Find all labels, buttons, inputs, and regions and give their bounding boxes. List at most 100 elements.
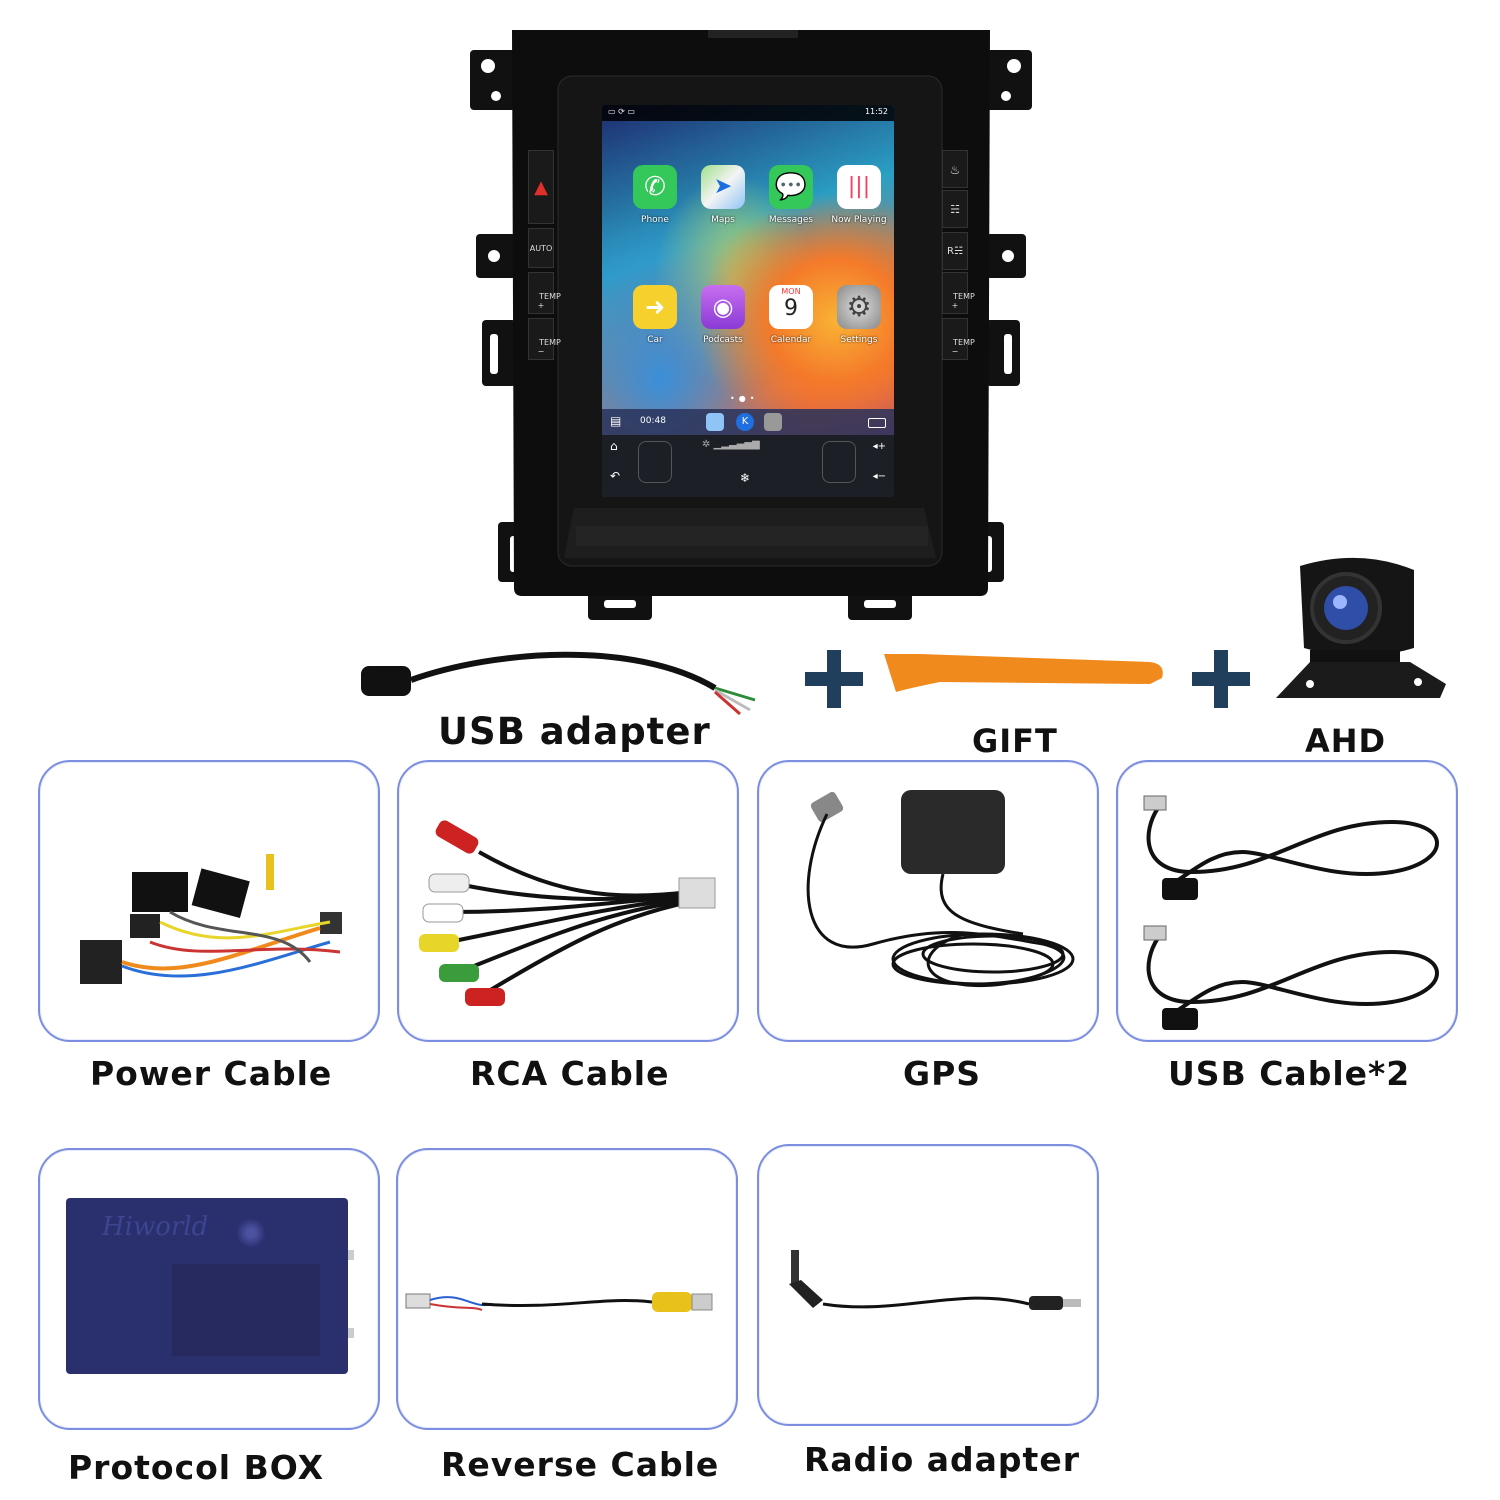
defrost-icon: ☵: [950, 203, 960, 216]
accessory-card-rca-cable: [397, 760, 739, 1042]
power-cable-label: Power Cable: [90, 1054, 333, 1093]
auto-button[interactable]: AUTO: [528, 228, 554, 268]
usb-cable-image: [1143, 795, 1439, 1030]
app-car[interactable]: ➜ Car: [620, 285, 690, 355]
usb-cable-label: USB Cable*2: [1168, 1054, 1411, 1093]
radio-adapter-label: Radio adapter: [804, 1440, 1080, 1479]
status-bar: 11:52 ▭ ⟳ ▭: [602, 105, 894, 121]
accessory-card-power-cable: [38, 760, 380, 1042]
dock: ▤ 00:48 K: [602, 409, 894, 435]
app-label: Messages: [768, 215, 814, 225]
power-cable-image: [80, 854, 342, 984]
dock-k-icon[interactable]: K: [736, 413, 754, 431]
calendar-date: 9: [784, 296, 798, 321]
ahd-label: AHD: [1305, 722, 1387, 760]
app-maps[interactable]: ➤ Maps: [688, 165, 758, 235]
auto-label: AUTO: [529, 244, 553, 253]
back-icon[interactable]: ↶: [610, 469, 621, 483]
accessory-card-usb-cable: [1116, 760, 1458, 1042]
protocol-box-brand: Hiworld: [102, 1212, 209, 1242]
temp-up-button-left[interactable]: TEMP +: [528, 272, 561, 314]
gps-label: GPS: [903, 1054, 982, 1093]
radio-adapter-image: [789, 1250, 1081, 1310]
reverse-cable-image: [405, 1292, 713, 1312]
app-label: Phone: [641, 215, 669, 225]
temp-down-button-left[interactable]: TEMP −: [528, 318, 561, 360]
rear-defrost-icon: R☵: [947, 246, 963, 257]
temp-down-label: TEMP −: [951, 338, 975, 356]
seat-icon: ♨: [949, 163, 961, 177]
pry-tool-image: [884, 654, 1163, 692]
temp-up-label: TEMP +: [537, 292, 561, 310]
left-temp-stepper[interactable]: [638, 441, 672, 483]
hazard-icon: ▲: [534, 177, 548, 198]
app-label: Settings: [840, 335, 878, 345]
app-podcasts[interactable]: ◉ Podcasts: [688, 285, 758, 355]
app-now-playing[interactable]: ||| Now Playing: [824, 165, 894, 235]
usb-adapter-label: USB adapter: [438, 710, 711, 753]
app-phone[interactable]: ✆ Phone: [620, 165, 690, 235]
accessory-card-radio-adapter: [757, 1144, 1099, 1426]
temp-down-button-right[interactable]: TEMP −: [942, 318, 975, 360]
app-label: Maps: [711, 215, 735, 225]
temp-down-label: TEMP −: [537, 338, 561, 356]
calendar-day: MON: [781, 287, 801, 296]
app-label: Podcasts: [703, 335, 743, 345]
messages-icon: 💬: [769, 165, 813, 209]
app-label: Now Playing: [831, 215, 887, 225]
app-settings[interactable]: ⚙ Settings: [824, 285, 894, 355]
phone-icon: ✆: [633, 165, 677, 209]
ahd-camera-image: [1276, 557, 1446, 698]
status-time: 11:52: [864, 107, 888, 116]
app-label: Car: [647, 335, 663, 345]
app-label: Calendar: [770, 335, 812, 345]
gift-label: GIFT: [972, 722, 1058, 760]
page-dots: •●•: [730, 394, 759, 403]
head-unit-screen[interactable]: 11:52 ▭ ⟳ ▭ ✆ Phone ➤ Maps 💬 Messages ||…: [602, 105, 894, 497]
app-messages[interactable]: 💬 Messages: [756, 165, 826, 235]
protocol-box-pin: [348, 1250, 354, 1260]
protocol-box-label: Protocol BOX: [68, 1448, 325, 1487]
accessory-card-protocol-box: Hiworld: [38, 1148, 380, 1430]
volume-down-icon[interactable]: ◂−: [872, 471, 886, 482]
temp-up-label: TEMP +: [951, 292, 975, 310]
dock-settings-icon[interactable]: [764, 413, 782, 431]
settings-icon: ⚙: [837, 285, 881, 329]
rca-cable-image: [419, 820, 716, 1006]
usb-adapter-image: [361, 651, 756, 716]
accessory-card-reverse-cable: [396, 1148, 738, 1430]
accessory-card-gps: [757, 760, 1099, 1042]
temp-up-button-right[interactable]: TEMP +: [942, 272, 975, 314]
protocol-box-image: Hiworld: [66, 1198, 348, 1374]
now-playing-icon: |||: [837, 165, 881, 209]
dock-time: 00:48: [640, 416, 666, 426]
rca-cable-label: RCA Cable: [470, 1054, 670, 1093]
app-calendar[interactable]: MON 9 Calendar: [756, 285, 826, 355]
gps-image: [806, 790, 1075, 987]
podcasts-icon: ◉: [701, 285, 745, 329]
dock-grid-icon[interactable]: ▤: [610, 414, 622, 428]
front-defrost-button[interactable]: ☵: [942, 190, 968, 228]
protocol-box-pin: [348, 1328, 354, 1338]
seat-heat-button[interactable]: ♨: [942, 150, 968, 188]
reverse-cable-label: Reverse Cable: [441, 1445, 720, 1484]
speaker-grille: [236, 1218, 266, 1248]
car-icon: ➜: [633, 285, 677, 329]
home-icon[interactable]: ⌂: [610, 439, 618, 453]
right-temp-stepper[interactable]: [822, 441, 856, 483]
snowflake-icon[interactable]: ❄: [740, 471, 751, 485]
maps-icon: ➤: [701, 165, 745, 209]
climate-bar: ⌂ ↶ ✲ ▁▂▃▄▅▆ ❄ ◂+ ◂−: [602, 435, 894, 497]
dock-maps-icon[interactable]: [706, 413, 724, 431]
hazard-button[interactable]: ▲: [528, 150, 554, 224]
status-icons: ▭ ⟳ ▭: [608, 107, 635, 116]
battery-icon: [868, 418, 886, 428]
rear-defrost-button[interactable]: R☵: [942, 232, 968, 270]
volume-up-icon[interactable]: ◂+: [872, 441, 886, 452]
protocol-box-label-area: [172, 1264, 320, 1356]
calendar-icon: MON 9: [769, 285, 813, 329]
fan-icon[interactable]: ✲ ▁▂▃▄▅▆: [702, 439, 760, 450]
plus-icon: [1192, 650, 1250, 708]
plus-icon: [805, 650, 863, 708]
head-unit: 11:52 ▭ ⟳ ▭ ✆ Phone ➤ Maps 💬 Messages ||…: [468, 28, 1034, 624]
